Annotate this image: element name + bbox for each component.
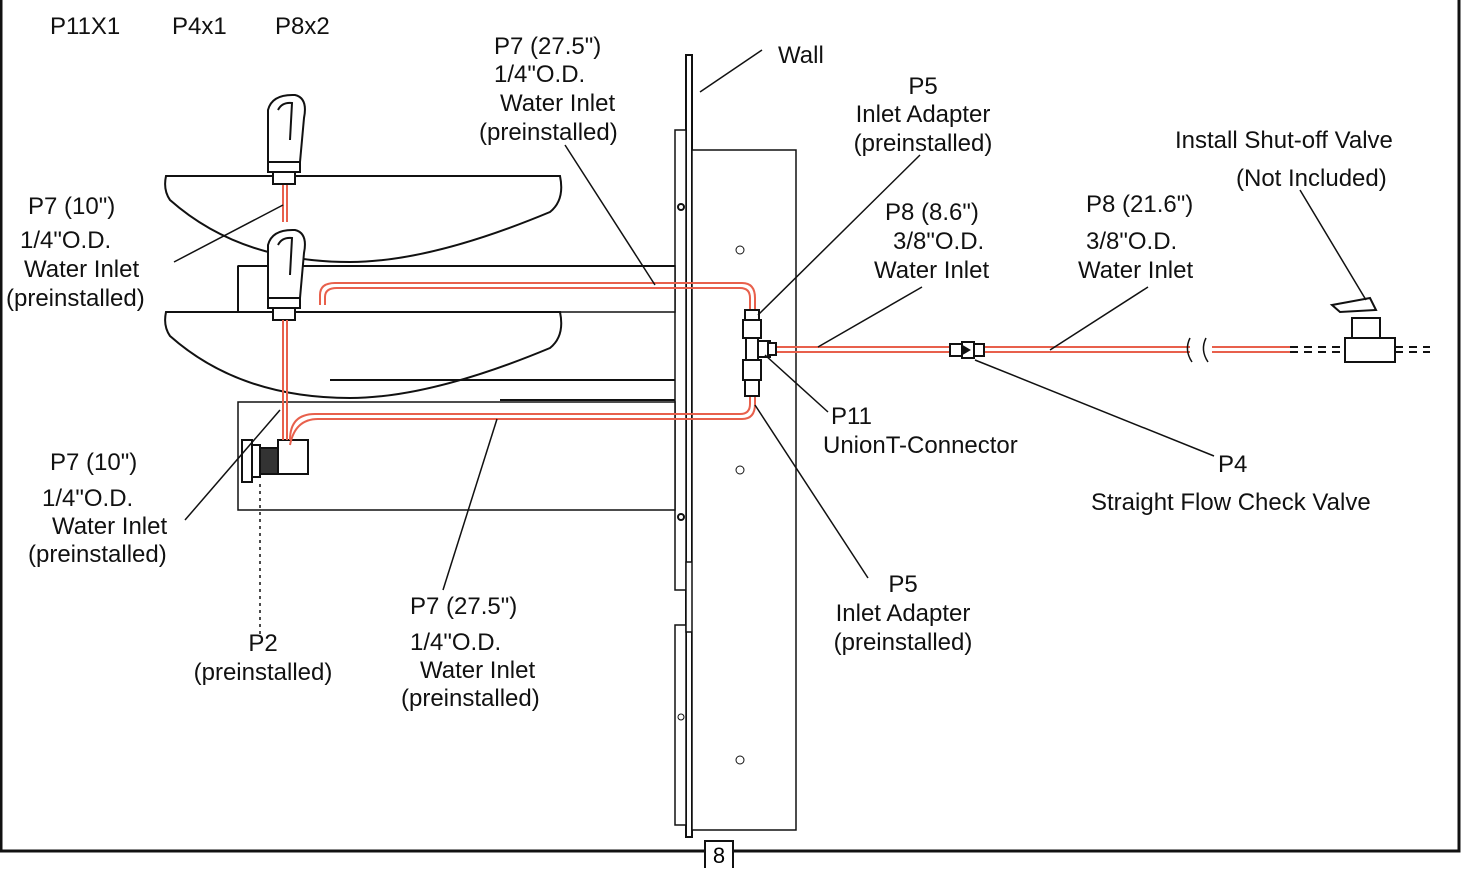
upper-bubbler	[267, 93, 306, 185]
wall-label: Wall	[778, 42, 824, 69]
part-count-p4: P4x1	[172, 13, 227, 40]
lower-bubbler	[267, 228, 306, 321]
shutoff-valve	[1290, 296, 1430, 363]
p2-valve	[241, 439, 309, 483]
leader-lines	[173, 49, 1367, 591]
t-connector-assembly	[742, 309, 777, 397]
water-tubes	[282, 185, 1290, 446]
lower-fountain-bowl	[164, 311, 676, 511]
part-count-p8: P8x2	[275, 13, 330, 40]
break-marks	[1186, 337, 1209, 363]
page-number: 8	[704, 840, 734, 868]
check-valve	[949, 341, 985, 359]
wall	[674, 54, 797, 838]
part-count-p11: P11X1	[50, 13, 121, 40]
